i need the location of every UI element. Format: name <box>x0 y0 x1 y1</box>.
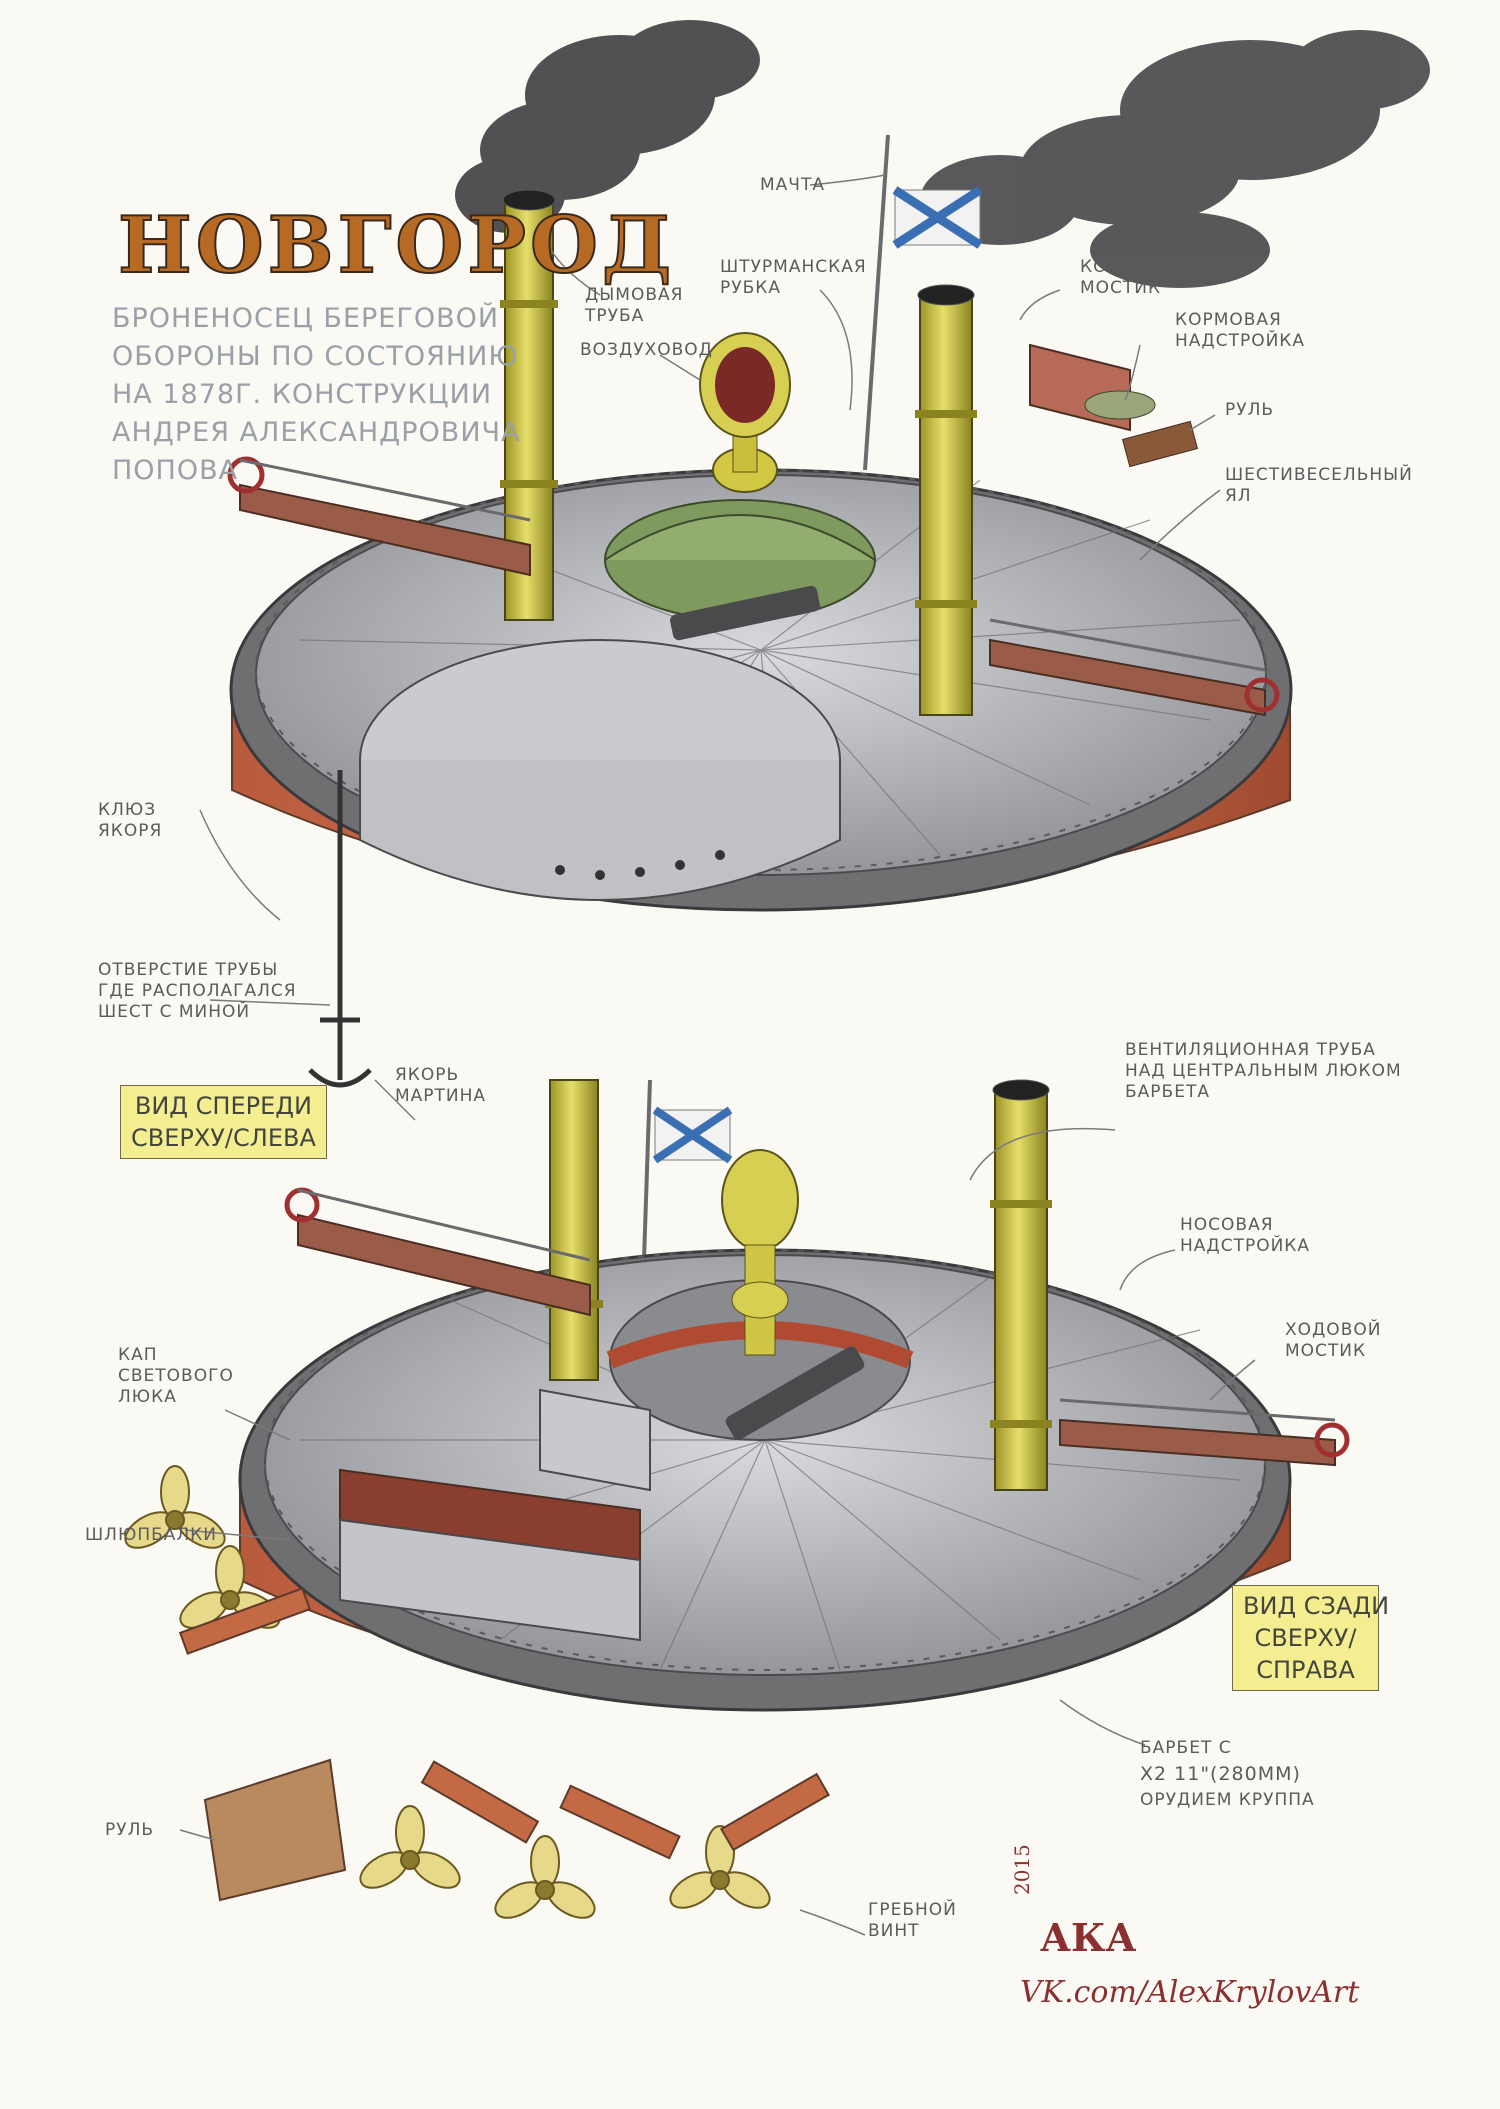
bottom-bridge-left <box>284 1187 591 1317</box>
andreevsky-flag-bottom <box>652 1106 733 1164</box>
signature-year: 2015 <box>1010 1844 1034 1895</box>
martin-anchor <box>308 770 372 1088</box>
leader-lines <box>179 174 1256 1936</box>
subtitle-line: БРОНЕНОСЕЦ БЕРЕГОВОЙ <box>112 303 500 334</box>
label-air-vent: ВОЗДУХОВОД <box>580 340 713 360</box>
ship-subtitle: БРОНЕНОСЕЦ БЕРЕГОВОЙ ОБОРОНЫ ПО СОСТОЯНИ… <box>112 300 521 490</box>
subtitle-line: НА 1878г. КОНСТРУКЦИИ <box>112 379 493 410</box>
top-ship-view <box>227 189 1293 1088</box>
subtitle-line: ОБОРОНЫ ПО СОСТОЯНИЮ <box>112 341 519 372</box>
andreevsky-flag-top <box>892 186 983 249</box>
smoke-plume-right <box>920 30 1430 288</box>
ship-title: НОВГОРОД <box>117 199 676 292</box>
subtitle-line: ПОПОВА <box>112 455 239 486</box>
signature-initials: АКА <box>1040 1915 1137 1960</box>
label-barbette: БАРБЕТ Сx2 11"(280мм)ОРУДИЕМ КРУППА <box>1140 1738 1315 1810</box>
bottom-bridge-right <box>1059 1398 1350 1467</box>
smoke-plume-left <box>455 20 760 233</box>
propellers <box>124 1465 771 1919</box>
top-funnel-right <box>915 284 977 716</box>
label-mast: МАЧТА <box>760 175 825 195</box>
bottom-funnel-left <box>545 1079 603 1381</box>
signature-url: VK.com/AlexKrylovArt <box>1020 1975 1360 2010</box>
top-bridge-left <box>227 456 531 577</box>
label-rudder-bottom: РУЛЬ <box>105 1820 155 1840</box>
label-davits: ШЛЮПБАЛКИ <box>85 1525 217 1545</box>
bottom-ship-view <box>124 1079 1350 1919</box>
bottom-funnel-right <box>990 1079 1052 1491</box>
subtitle-line: АНДРЕЯ АЛЕКСАНДРОВИЧА <box>112 417 521 448</box>
top-bridge-right <box>989 618 1280 717</box>
label-rudder-top: РУЛЬ <box>1225 400 1275 420</box>
